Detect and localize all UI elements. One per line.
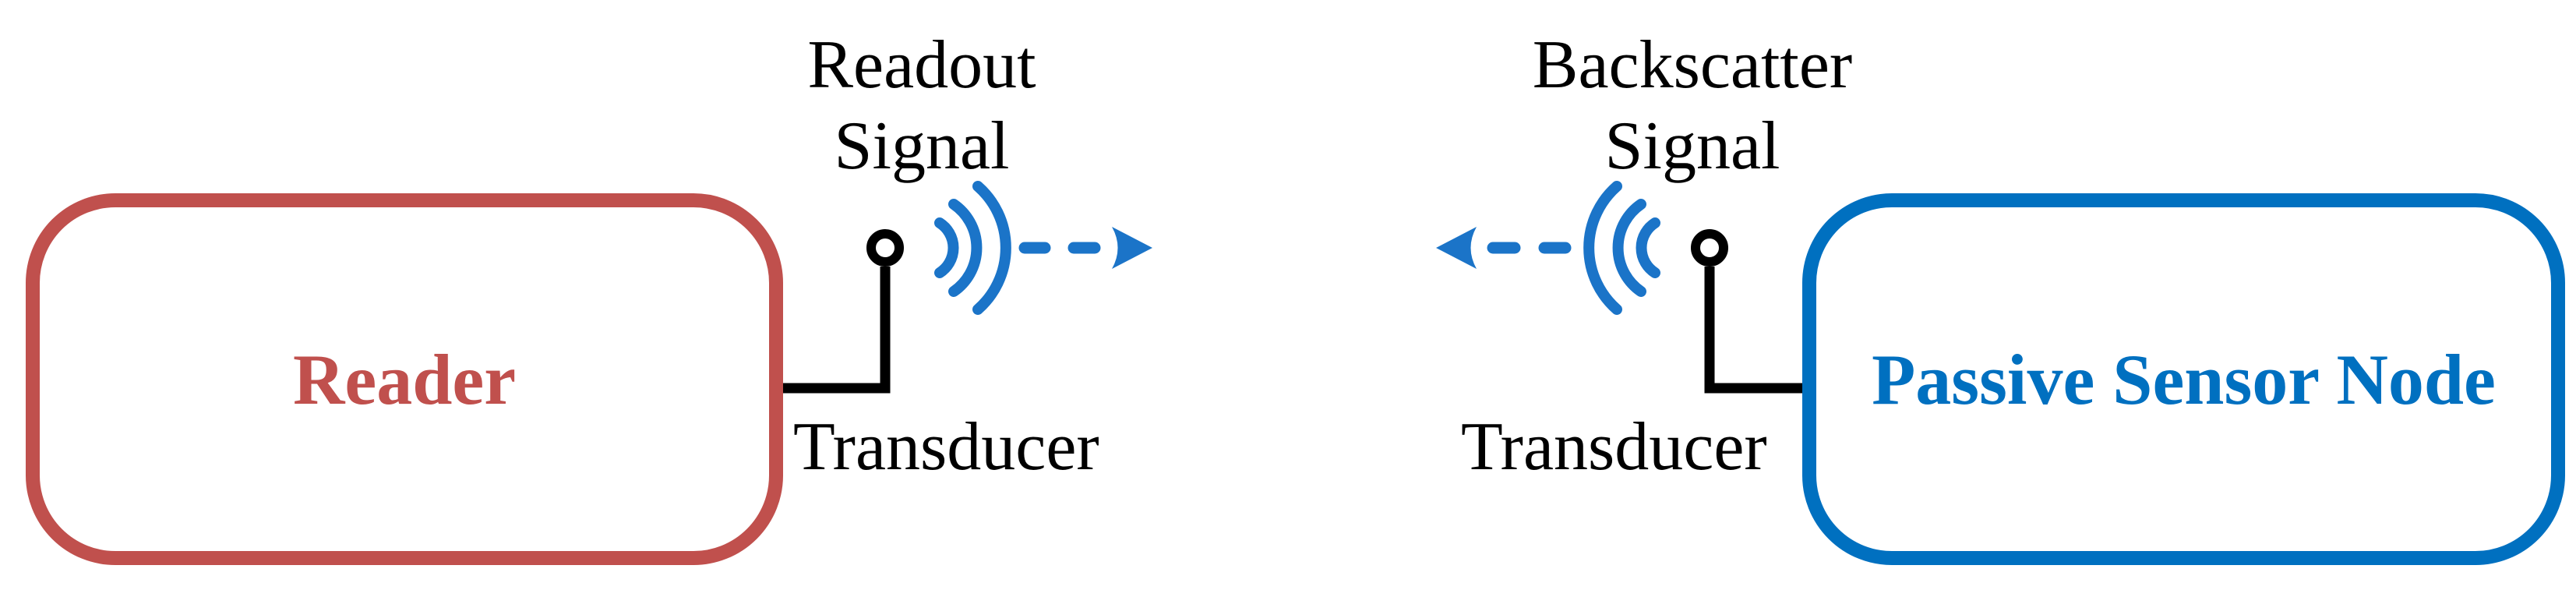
readout-signal-label: Readout Signal bbox=[758, 25, 1085, 187]
backscatter-signal-label: Backscatter Signal bbox=[1529, 25, 1856, 187]
transducer-left-icon bbox=[783, 229, 904, 394]
readout-signal-line2: Signal bbox=[834, 108, 1010, 184]
backscatter-arrow-icon bbox=[1436, 227, 1572, 269]
node-reader: Reader bbox=[26, 193, 783, 565]
node-passive-sensor-node: Passive Sensor Node bbox=[1802, 193, 2565, 565]
transducer-right-icon bbox=[1691, 229, 1802, 394]
transducer-left-label: Transducer bbox=[793, 409, 1099, 485]
reader-label: Reader bbox=[292, 339, 517, 419]
backscatter-signal-line2: Signal bbox=[1604, 108, 1780, 184]
backscatter-signal-line1: Backscatter bbox=[1532, 27, 1853, 103]
readout-wave-icon bbox=[934, 181, 1011, 315]
backscatter-wave-icon bbox=[1583, 181, 1660, 315]
transducer-right-label: Transducer bbox=[1461, 409, 1767, 485]
passive-sensor-node-label: Passive Sensor Node bbox=[1872, 339, 2496, 419]
readout-signal-line1: Readout bbox=[807, 27, 1036, 103]
readout-arrow-icon bbox=[1018, 227, 1152, 269]
